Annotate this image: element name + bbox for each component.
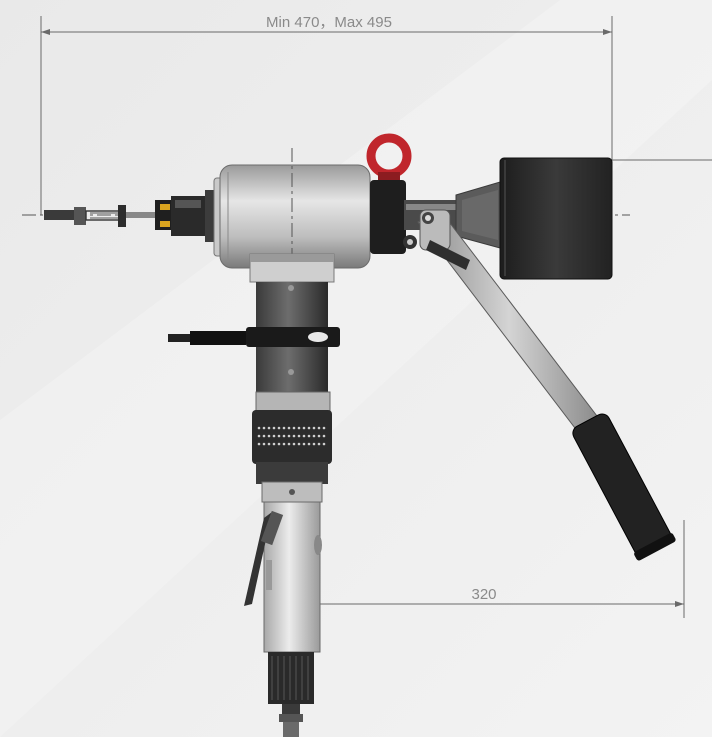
knurl-dot xyxy=(292,434,296,438)
knurl-dot xyxy=(307,426,311,430)
knurl-dot xyxy=(297,442,301,446)
knurl-dot xyxy=(267,426,271,430)
knurl-dot xyxy=(312,434,316,438)
knurl-dot xyxy=(262,426,266,430)
knurl-dot xyxy=(277,426,281,430)
gear-housing xyxy=(213,164,371,269)
knurl-dot xyxy=(312,442,316,446)
knurl-dot xyxy=(312,426,316,430)
knurl-dot xyxy=(262,442,266,446)
vertical-column xyxy=(249,253,335,394)
knurl-dot xyxy=(272,426,276,430)
knurl-dot xyxy=(322,434,326,438)
knurl-dot xyxy=(317,442,321,446)
mandrel-shaft xyxy=(44,190,215,242)
knurl-dot xyxy=(267,434,271,438)
knurl-dot xyxy=(282,442,286,446)
width-dimension xyxy=(40,16,613,215)
knurl-dot xyxy=(257,442,261,446)
throttle-lever xyxy=(244,510,284,606)
handle-grip xyxy=(572,413,676,561)
knurl-dot xyxy=(317,426,321,430)
knurl-dot xyxy=(272,442,276,446)
knurl-dot xyxy=(277,442,281,446)
knurl-dot xyxy=(322,426,326,430)
knurl-dot xyxy=(292,426,296,430)
knurl-dot xyxy=(297,434,301,438)
air-inlet-fitting xyxy=(268,652,314,737)
knurl-dot xyxy=(302,442,306,446)
knurl-dot xyxy=(297,426,301,430)
knurl-dot xyxy=(317,434,321,438)
motor-coupling xyxy=(370,180,501,254)
knurl-dot xyxy=(292,442,296,446)
width-dimension-label: Min 470，Max 495 xyxy=(266,14,392,31)
knurl-dot xyxy=(287,434,291,438)
drive-motor xyxy=(499,157,613,280)
knurl-dot xyxy=(257,426,261,430)
side-clamp-bar xyxy=(168,327,340,347)
knurl-dot xyxy=(302,434,306,438)
air-motor-body xyxy=(261,481,323,653)
knurl-dot xyxy=(287,426,291,430)
knurl-dot xyxy=(302,426,306,430)
knurl-dot xyxy=(282,426,286,430)
knurl-dot xyxy=(267,442,271,446)
knurled-collar xyxy=(252,391,332,484)
knurl-dot xyxy=(307,442,311,446)
knurl-dot xyxy=(262,434,266,438)
knurl-dot xyxy=(257,434,261,438)
knurl-dot xyxy=(272,434,276,438)
knurl-dot xyxy=(282,434,286,438)
knurl-dot xyxy=(307,434,311,438)
knurl-dot xyxy=(322,442,326,446)
knurl-dot xyxy=(277,434,281,438)
knurl-dot xyxy=(287,442,291,446)
reach-dimension-label: 320 xyxy=(471,586,496,603)
